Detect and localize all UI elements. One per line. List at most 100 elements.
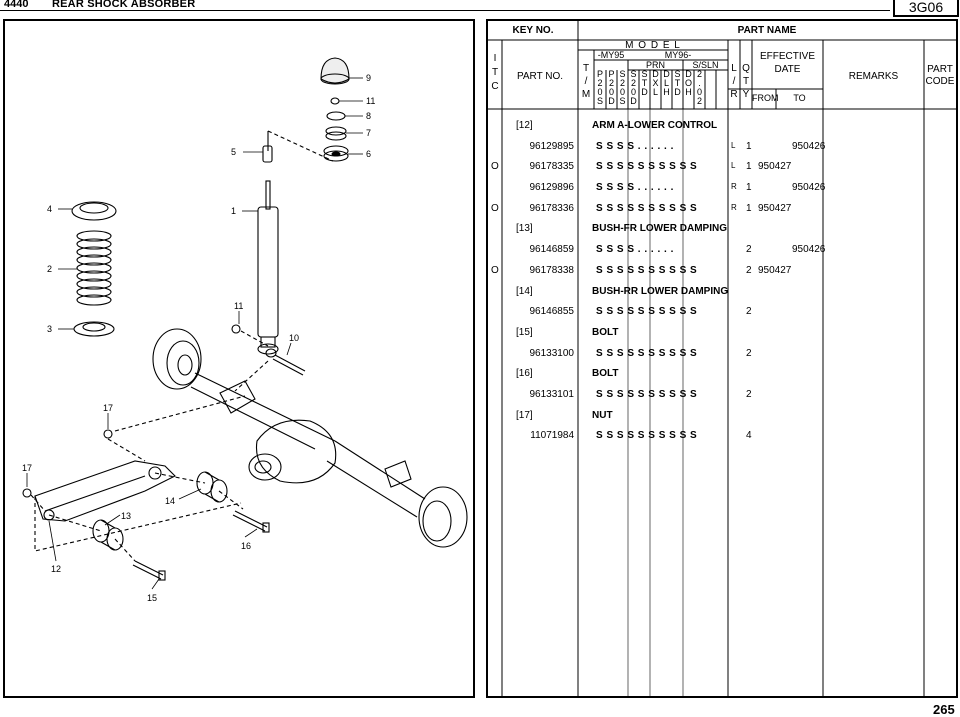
model-col-7-char-2: D <box>674 87 681 97</box>
header-itc-c: C <box>491 81 499 92</box>
model-applicability: S S S S . . . . . . <box>596 141 674 152</box>
table-grid <box>488 21 956 696</box>
header-model: M O D E L <box>625 40 681 51</box>
effective-from: 950427 <box>758 203 792 214</box>
callout-4: 4 <box>47 204 52 214</box>
page-id-box: 3G06 <box>893 0 959 17</box>
callout-3: 3 <box>47 324 52 334</box>
group-row: [13]BUSH-FR LOWER DAMPING <box>488 223 956 239</box>
part-name: ARM A-LOWER CONTROL <box>592 120 718 131</box>
part-no: 96146855 <box>529 306 575 317</box>
header-part-no: PART NO. <box>516 71 564 82</box>
model-col-9-char-0: 2 <box>696 69 702 79</box>
quantity: 1 <box>746 203 752 214</box>
nut-17-lower <box>22 488 32 498</box>
part-name: BOLT <box>592 368 619 379</box>
header-part-name: PART NAME <box>737 25 797 36</box>
effective-to: 950426 <box>792 141 826 152</box>
bushing-part <box>325 126 347 141</box>
callout-2: 2 <box>47 264 52 274</box>
header-qty-t: T <box>742 76 750 87</box>
model-col-2-char-3: S <box>619 96 626 106</box>
diagram-drawing: 9 11 8 7 6 5 1 4 2 3 11 10 17 17 14 13 1… <box>22 57 468 603</box>
group-row: [16]BOLT <box>488 368 956 384</box>
model-col-9-char-2: 0 <box>696 87 702 97</box>
callout-8: 8 <box>366 111 371 121</box>
nut-part <box>330 97 340 105</box>
shock-bolt-part <box>265 348 306 376</box>
header-key-no: KEY NO. <box>512 25 554 36</box>
model-col-5-char-0: D <box>652 69 659 79</box>
group-row: [14]BUSH-RR LOWER DAMPING <box>488 286 956 302</box>
quantity: 2 <box>746 348 752 359</box>
model-applicability: S S S S S S S S S S <box>596 430 698 441</box>
part-no: 96133101 <box>529 389 575 400</box>
lr-side: R <box>731 182 737 191</box>
model-applicability: S S S S S S S S S S <box>596 389 698 400</box>
callout-14: 14 <box>165 496 175 506</box>
model-col-1-char-2: 0 <box>608 87 614 97</box>
callout-1: 1 <box>231 206 236 216</box>
header-my96: MY96- <box>664 50 692 60</box>
model-col-1-char-0: P <box>608 69 615 79</box>
quantity: 4 <box>746 430 752 441</box>
parts-table: KEY NO. PART NAME I T C PART NO. T / M M… <box>486 19 958 698</box>
effective-from: 950427 <box>758 161 792 172</box>
callout-7: 7 <box>366 128 371 138</box>
part-no: 96178338 <box>529 265 575 276</box>
quantity: 1 <box>746 161 752 172</box>
key-no: [15] <box>516 327 533 338</box>
model-col-4-char-0: S <box>641 69 648 79</box>
coil-spring-part <box>76 230 112 306</box>
model-col-2-char-2: 0 <box>619 87 625 97</box>
header-part-code-2: CODE <box>925 76 955 87</box>
model-col-3-char-0: S <box>630 69 637 79</box>
model-col-4-char-2: D <box>641 87 648 97</box>
callout-16: 16 <box>241 541 251 551</box>
header-tm-slash: / <box>584 76 588 87</box>
model-col-3-char-2: 0 <box>630 87 636 97</box>
header-qty-y: Y <box>742 89 750 100</box>
header-date: DATE <box>774 64 801 75</box>
upper-spring-seat <box>71 201 117 221</box>
model-col-5-char-2: L <box>652 87 658 97</box>
header-effective: EFFECTIVE <box>759 51 815 62</box>
key-no: [12] <box>516 120 533 131</box>
mount-part <box>323 145 349 162</box>
model-applicability: S S S S S S S S S S <box>596 265 698 276</box>
header-lr-l: L <box>731 63 737 74</box>
callout-9: 9 <box>366 73 371 83</box>
group-row: [17]NUT <box>488 410 956 426</box>
header-prn: PRN <box>645 60 665 70</box>
arm-bolt-15 <box>132 560 166 581</box>
model-col-6-char-0: D <box>663 69 670 79</box>
model-col-8-char-2: H <box>685 87 692 97</box>
model-col-1-char-3: D <box>608 96 615 106</box>
callout-10: 10 <box>289 333 299 343</box>
nut-17-upper <box>103 429 113 439</box>
header-itc-t: T <box>491 67 499 78</box>
callout-12: 12 <box>51 564 61 574</box>
header-itc-i: I <box>493 53 497 64</box>
model-col-0-char-0: P <box>596 69 603 79</box>
front-bush-part <box>92 519 124 551</box>
model-applicability: S S S S . . . . . . <box>596 182 674 193</box>
part-no: 96178336 <box>529 203 575 214</box>
part-no: 96178335 <box>529 161 575 172</box>
callout-5: 5 <box>231 147 236 157</box>
header-to: TO <box>793 93 806 103</box>
callout-11-top: 11 <box>366 96 375 106</box>
itc-flag: O <box>491 161 499 172</box>
header-tm-m: M <box>581 89 591 100</box>
callout-11-lower: 11 <box>234 301 243 311</box>
itc-flag: O <box>491 203 499 214</box>
callout-leaders <box>26 77 363 590</box>
callout-15: 15 <box>147 593 157 603</box>
model-applicability: S S S S S S S S S S <box>596 306 698 317</box>
header-from: FROM <box>752 93 779 103</box>
model-col-5-char-1: X <box>652 78 659 88</box>
